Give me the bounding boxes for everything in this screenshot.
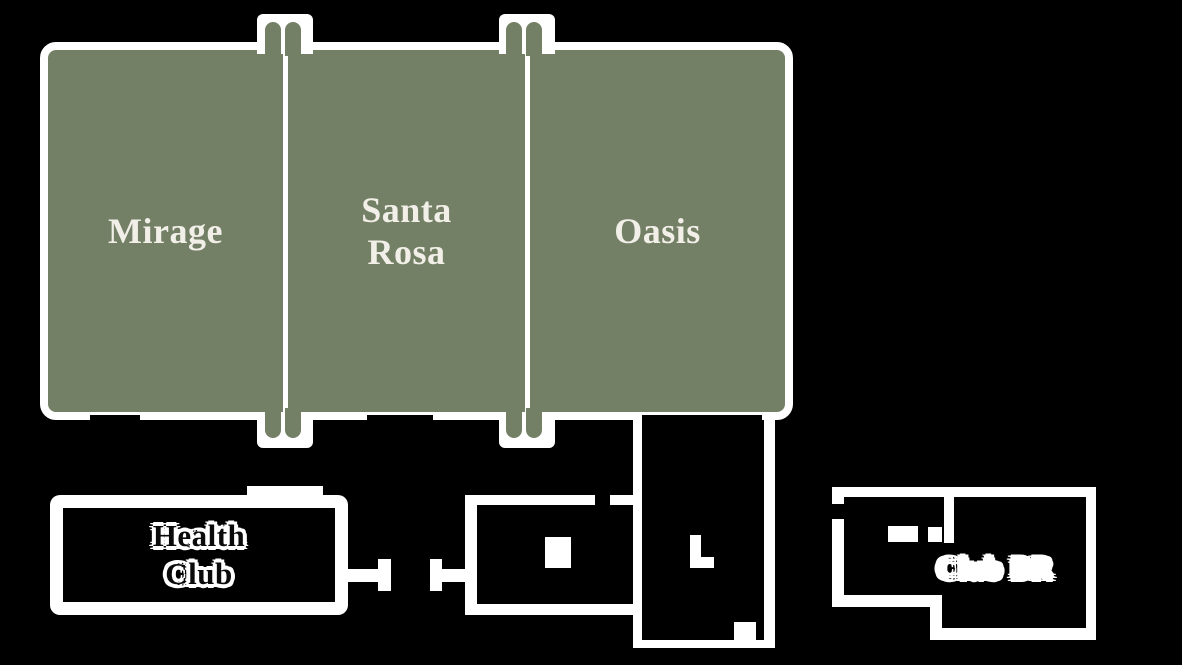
wall-segment	[1086, 487, 1096, 640]
door-opening	[642, 415, 762, 425]
door-opening	[367, 415, 433, 425]
room-club-br[interactable]: Club BR	[900, 546, 1090, 592]
wall-segment	[930, 628, 1096, 640]
room-marker-glyph	[545, 537, 571, 568]
doorway-connector	[928, 527, 942, 542]
room-club-br-label: Club BR	[936, 552, 1054, 585]
airwall-prong	[285, 408, 301, 438]
airwall-prong	[506, 22, 522, 56]
wall-segment	[930, 595, 942, 640]
corner-step	[734, 622, 756, 644]
airwall-prong	[265, 22, 281, 56]
airwall-prong	[526, 22, 542, 56]
room-mirage[interactable]: Mirage	[48, 50, 283, 412]
doorway-connector	[430, 559, 442, 591]
wall-segment	[465, 495, 477, 615]
wall-segment	[633, 416, 642, 648]
airwall-divider	[283, 50, 288, 412]
room-santa-rosa-label: Santa Rosa	[361, 190, 452, 272]
wall-segment	[832, 519, 844, 607]
airwall-prong	[285, 22, 301, 56]
wall-segment	[832, 487, 1096, 497]
ballroom-block: Mirage Santa Rosa Oasis	[40, 42, 793, 420]
wall-segment	[832, 487, 844, 504]
doorway-connector	[345, 569, 380, 582]
room-santa-rosa[interactable]: Santa Rosa	[288, 50, 525, 412]
wall-segment	[633, 640, 775, 648]
wall-segment	[465, 604, 633, 615]
room-health-club[interactable]: Health Club	[50, 495, 348, 615]
airwall-prong	[526, 408, 542, 438]
wall-segment	[764, 412, 775, 648]
airwall-prong	[506, 408, 522, 438]
airwall-divider	[525, 50, 530, 412]
doorway-connector	[888, 526, 918, 542]
airwall-prong	[265, 408, 281, 438]
wall-segment	[465, 495, 595, 505]
room-health-club-label: Health Club	[152, 518, 246, 591]
room-marker-glyph	[690, 535, 701, 568]
room-oasis[interactable]: Oasis	[530, 50, 785, 412]
door-opening	[90, 415, 140, 425]
wall-partition	[944, 497, 954, 543]
room-mirage-label: Mirage	[108, 211, 223, 251]
doorway-connector	[440, 569, 468, 582]
wall-segment	[832, 595, 942, 607]
room-marker-glyph	[690, 557, 714, 568]
doorway-connector	[378, 559, 391, 591]
room-oasis-label: Oasis	[614, 211, 701, 251]
wall-segment	[610, 495, 633, 505]
